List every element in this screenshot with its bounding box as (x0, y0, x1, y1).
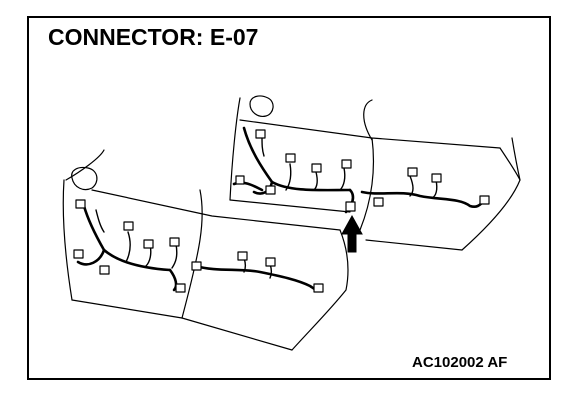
rear-harness (232, 126, 486, 214)
figure-code: AC102002 AF (412, 354, 508, 371)
front-door-panel (62, 149, 349, 351)
connector-e-07 (345, 201, 356, 212)
connector (285, 153, 296, 163)
connector (265, 257, 276, 267)
connector (99, 265, 110, 275)
connector (123, 221, 134, 231)
rear-door-panel (229, 97, 521, 251)
mirror-front (71, 166, 98, 191)
connector (313, 283, 324, 293)
connector (235, 175, 245, 185)
connector (431, 173, 442, 183)
connector (407, 167, 418, 177)
connector (479, 195, 490, 205)
connector (255, 129, 266, 139)
connector (191, 261, 202, 271)
connector (311, 163, 322, 173)
connector (75, 199, 86, 209)
connector (143, 239, 154, 249)
connector (265, 185, 276, 195)
connectors (73, 129, 490, 293)
mirror-rear (249, 95, 274, 117)
connector (237, 251, 248, 261)
diagram-title: CONNECTOR: E-07 (48, 24, 259, 50)
connector (341, 159, 352, 169)
connector (169, 237, 180, 247)
connector (175, 283, 186, 293)
connector (73, 249, 84, 259)
arrow-up-icon (341, 214, 363, 253)
connector (373, 197, 384, 207)
diagram-frame (27, 16, 551, 380)
